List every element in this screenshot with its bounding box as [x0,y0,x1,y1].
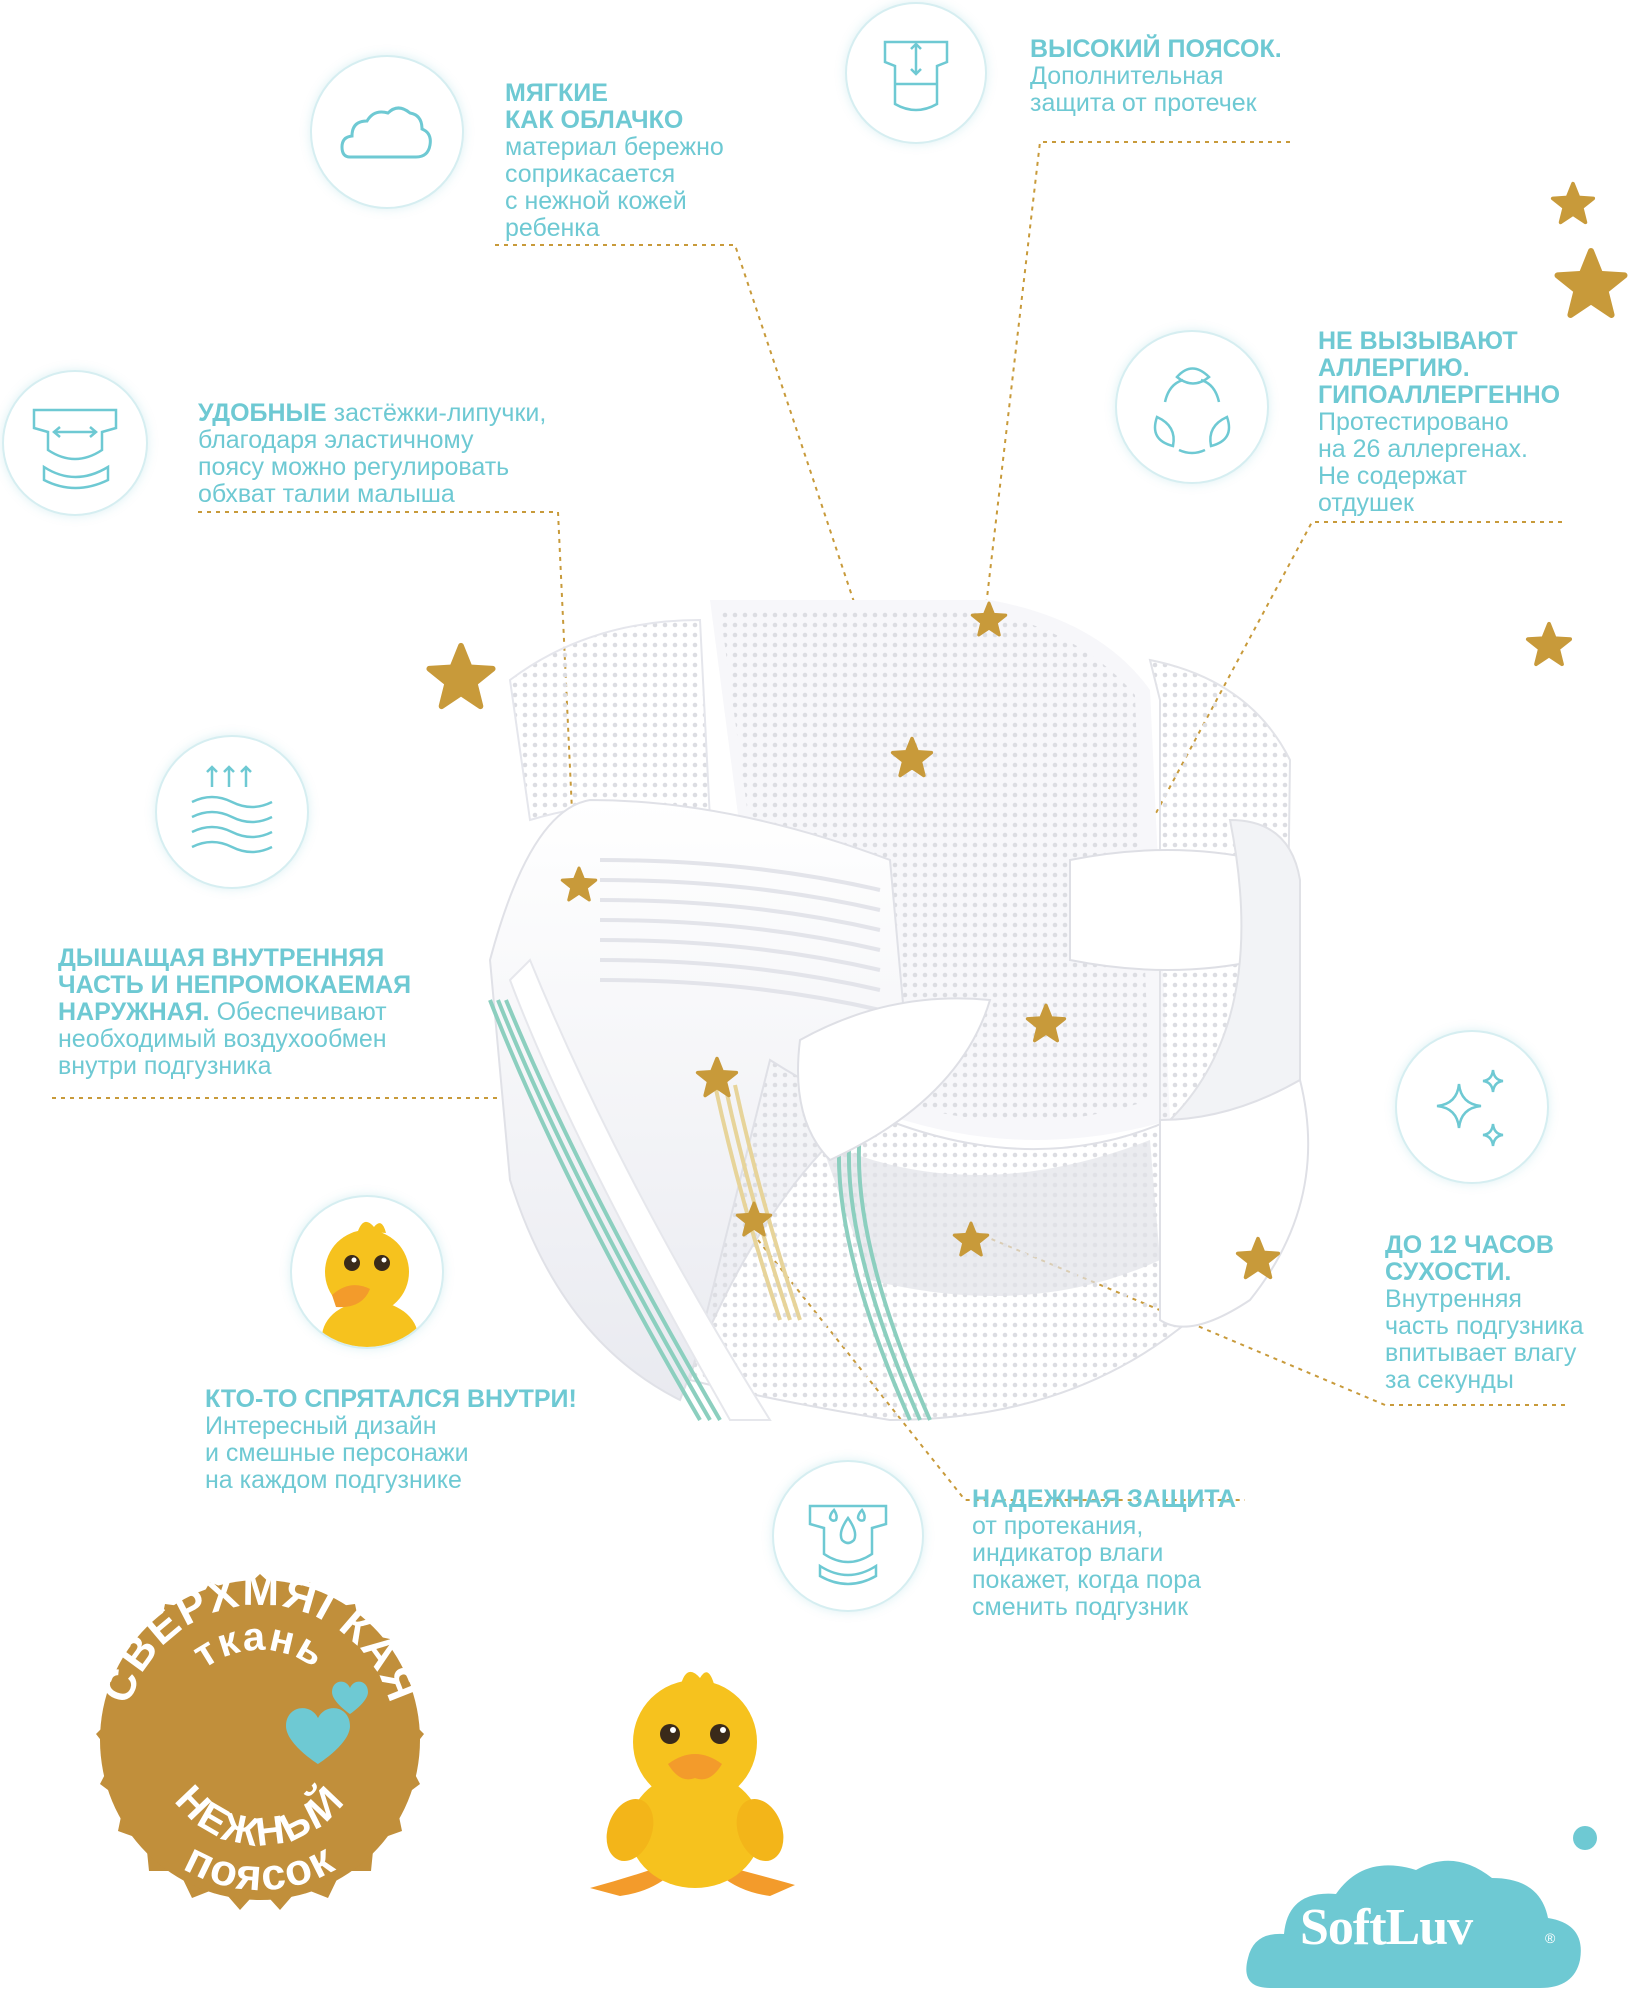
breathable-layers-icon [191,765,273,854]
feature-fasteners-title: УДОБНЫЕ [198,399,327,427]
cloud-icon [340,106,432,159]
feature-dryness-desc-3: впитывает влагу [1385,1339,1577,1367]
feature-fasteners-desc-3: обхват талии малыша [198,480,455,508]
star-icon [560,866,598,902]
feature-allergy-desc-3: Не содержат [1318,462,1467,490]
feature-hidden-desc-3: на каждом подгузнике [205,1466,462,1494]
feature-allergy-title-1: НЕ ВЫЗЫВАЮТ [1318,327,1518,355]
feature-fasteners-line-1: УДОБНЫЕ застёжки-липучки, [198,400,546,427]
star-icon [1235,1236,1281,1280]
feature-breathable-desc-2: внутри подгузника [58,1052,272,1080]
feature-breathable-title-1: ДЫШАЩАЯ ВНУТРЕННЯЯ [58,944,385,972]
feature-dryness-title-1: ДО 12 ЧАСОВ [1385,1231,1554,1259]
feature-allergy-desc-4: отдушек [1318,489,1414,517]
leaf-cycle-icon-circle [1115,330,1269,484]
sparkle-icon-circle [1395,1030,1549,1184]
feature-breathable-desc-first: Обеспечивают [209,998,387,1026]
duck-icon-circle [290,1195,444,1349]
feature-soft: МЯГКИЕ КАК ОБЛАЧКО материал бережно сопр… [505,80,724,242]
diaper-fastener-icon [32,408,118,490]
star-icon [1550,181,1596,225]
feature-waist-desc-2: защита от протечек [1030,89,1257,117]
feature-fasteners-desc-first: застёжки-липучки, [326,399,547,427]
logo-cloud-icon [1246,1826,1597,1988]
feature-waist: ВЫСОКИЙ ПОЯСОК. Дополнительная защита от… [1030,36,1282,117]
feature-dryness-title-2: СУХОСТИ. [1385,1258,1512,1286]
star-icon [1554,248,1628,318]
logo-registered-mark: ® [1545,1930,1556,1946]
diaper-fastener-icon-circle [2,370,148,516]
feature-soft-desc-2: соприкасается [505,160,676,188]
feature-allergy-title-2: АЛЛЕРГИЮ. [1318,354,1470,382]
feature-soft-title-2: КАК ОБЛАЧКО [505,106,684,134]
star-icon [1525,621,1573,667]
cloud-icon-circle [310,55,464,209]
leaf-cycle-icon [1153,367,1231,455]
feature-soft-title-1: МЯГКИЕ [505,79,608,107]
diaper-waist-icon-circle [845,2,987,144]
feature-dryness-desc-4: за секунды [1385,1366,1514,1394]
softluv-logo: SoftLuv ® [1240,1820,1620,1990]
feature-hidden-title: КТО-ТО СПРЯТАЛСЯ ВНУТРИ! [205,1385,577,1413]
star-icon [426,642,496,710]
logo-text: SoftLuv [1300,1899,1473,1956]
diaper-droplet-icon [808,1504,888,1586]
feature-protection-desc-2: индикатор влаги [972,1539,1164,1567]
duck-icon [322,1221,418,1347]
star-icon [1025,1003,1067,1043]
feature-breathable-title-3: НАРУЖНАЯ. [58,998,210,1026]
feature-protection: НАДЕЖНАЯ ЗАЩИТА от протекания, индикатор… [972,1486,1236,1621]
diaper-illustration [488,600,1310,1422]
feature-breathable-desc-1: необходимый воздухообмен [58,1025,387,1053]
feature-protection-desc-3: покажет, когда пора [972,1566,1202,1594]
star-icon [695,1056,739,1098]
feature-hidden-desc-1: Интересный дизайн [205,1412,437,1440]
feature-fasteners-desc-1: благодаря эластичному [198,426,474,454]
feature-soft-desc-3: с нежной кожей [505,187,687,215]
breathable-layers-icon-circle [155,735,309,889]
star-icon [735,1201,773,1237]
feature-waist-desc-1: Дополнительная [1030,62,1224,90]
duck-mascot [590,1671,795,1896]
feature-allergy-desc-2: на 26 аллергенах. [1318,435,1528,463]
diaper-droplet-icon-circle [772,1460,924,1612]
diaper-waist-icon [883,40,949,112]
feature-fasteners-desc-2: поясу можно регулировать [198,453,510,481]
star-icon [890,736,934,778]
feature-hidden: КТО-ТО СПРЯТАЛСЯ ВНУТРИ! Интересный диза… [205,1386,577,1494]
star-icon [970,601,1008,637]
heart-icon [286,1708,350,1764]
feature-allergy: НЕ ВЫЗЫВАЮТ АЛЛЕРГИЮ. ГИПОАЛЛЕРГЕННО Про… [1318,328,1560,517]
sparkle-icon [1436,1069,1504,1147]
feature-dryness: ДО 12 ЧАСОВ СУХОСТИ. Внутренняя часть по… [1385,1232,1584,1394]
feature-dryness-desc-1: Внутренняя [1385,1285,1522,1313]
feature-protection-desc-4: сменить подгузник [972,1593,1189,1621]
feature-breathable: ДЫШАЩАЯ ВНУТРЕННЯЯ ЧАСТЬ И НЕПРОМОКАЕМАЯ… [58,945,411,1080]
feature-allergy-title-3: ГИПОАЛЛЕРГЕННО [1318,381,1561,409]
feature-breathable-title-2: ЧАСТЬ И НЕПРОМОКАЕМАЯ [58,971,412,999]
feature-hidden-desc-2: и смешные персонажи [205,1439,469,1467]
softness-badge: СВЕРХМЯГКАЯ ткань НЕЖНЫЙ поясок [92,1566,426,1910]
star-icon [952,1221,990,1257]
feature-dryness-desc-2: часть подгузника [1385,1312,1584,1340]
feature-soft-desc-4: ребенка [505,214,600,242]
feature-waist-title: ВЫСОКИЙ ПОЯСОК. [1030,35,1282,63]
heart-icon [332,1681,368,1714]
feature-breathable-line-3: НАРУЖНАЯ. Обеспечивают [58,999,411,1026]
feature-protection-title: НАДЕЖНАЯ ЗАЩИТА [972,1485,1237,1513]
feature-soft-desc-1: материал бережно [505,133,724,161]
feature-protection-desc-1: от протекания, [972,1512,1144,1540]
feature-allergy-desc-1: Протестировано [1318,408,1509,436]
feature-fasteners: УДОБНЫЕ застёжки-липучки, благодаря элас… [198,400,546,508]
